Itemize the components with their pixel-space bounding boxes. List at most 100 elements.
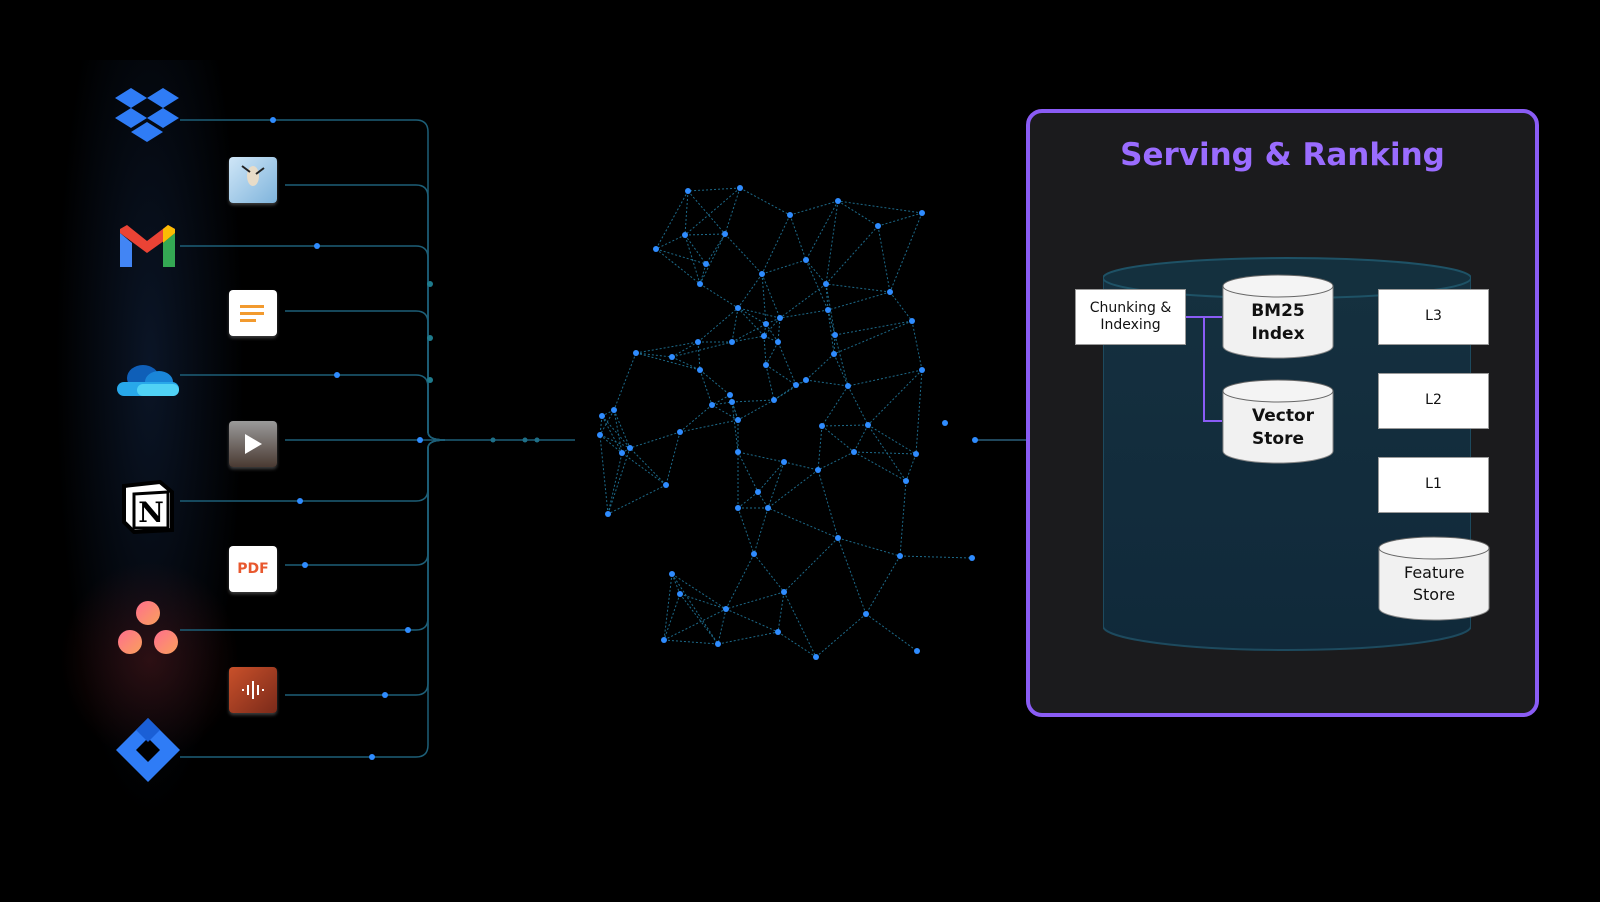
network-edge bbox=[763, 317, 781, 337]
network-edge bbox=[821, 425, 855, 453]
network-node bbox=[685, 188, 691, 194]
network-edge bbox=[655, 248, 707, 265]
network-node bbox=[919, 210, 925, 216]
flow-dot bbox=[427, 335, 433, 341]
asana-icon bbox=[117, 600, 179, 656]
network-edge bbox=[834, 320, 913, 336]
network-edge bbox=[679, 419, 739, 433]
network-node bbox=[633, 350, 639, 356]
network-edge bbox=[655, 234, 686, 250]
network-node bbox=[737, 185, 743, 191]
network-edge bbox=[737, 399, 775, 421]
network-edge bbox=[789, 200, 839, 216]
network-node bbox=[697, 281, 703, 287]
network-edge bbox=[599, 434, 631, 449]
network-edge bbox=[607, 484, 667, 515]
network-edge bbox=[663, 639, 719, 645]
network-edge bbox=[877, 225, 891, 293]
video-file-icon bbox=[229, 421, 277, 467]
network-edge bbox=[699, 283, 739, 309]
network-node bbox=[781, 459, 787, 465]
network-edge bbox=[663, 593, 681, 641]
network-node bbox=[819, 423, 825, 429]
network-edge bbox=[737, 307, 767, 325]
network-node bbox=[729, 399, 735, 405]
network-edge bbox=[805, 379, 849, 387]
network-edge bbox=[815, 613, 867, 658]
network-node bbox=[669, 354, 675, 360]
network-node bbox=[722, 231, 728, 237]
network-edge bbox=[731, 401, 739, 421]
source-line bbox=[180, 374, 446, 441]
flow-dot bbox=[405, 627, 411, 633]
network-edge bbox=[699, 233, 726, 285]
network-edge bbox=[684, 234, 707, 265]
jira-icon bbox=[116, 718, 180, 782]
network-edge bbox=[825, 225, 879, 285]
network-edge bbox=[817, 425, 823, 471]
flow-dot bbox=[382, 692, 388, 698]
network-edge bbox=[833, 334, 836, 355]
network-node bbox=[919, 367, 925, 373]
network-edge bbox=[599, 434, 623, 454]
network-node bbox=[735, 417, 741, 423]
network-edge bbox=[865, 613, 918, 652]
network-edge bbox=[737, 273, 763, 309]
network-node bbox=[735, 505, 741, 511]
network-node bbox=[715, 641, 721, 647]
network-node bbox=[825, 307, 831, 313]
network-node bbox=[865, 422, 871, 428]
flow-dot bbox=[942, 420, 948, 426]
network-node bbox=[682, 232, 688, 238]
network-edge bbox=[699, 263, 707, 285]
network-edge bbox=[687, 187, 741, 192]
network-edge bbox=[773, 384, 797, 401]
network-edge bbox=[817, 451, 855, 471]
network-edge bbox=[655, 248, 701, 285]
network-edge bbox=[655, 190, 689, 250]
network-edge bbox=[687, 190, 726, 235]
network-edge bbox=[767, 469, 819, 509]
flow-dot bbox=[490, 437, 496, 443]
network-edge bbox=[697, 341, 701, 371]
network-node bbox=[751, 551, 757, 557]
network-edge bbox=[783, 461, 819, 471]
network-edge bbox=[867, 369, 923, 426]
network-edge bbox=[753, 553, 785, 593]
network-node bbox=[695, 339, 701, 345]
network-node bbox=[677, 429, 683, 435]
network-edge bbox=[805, 259, 829, 311]
network-node bbox=[597, 432, 603, 438]
network-node bbox=[969, 555, 975, 561]
network-node bbox=[815, 467, 821, 473]
network-edge bbox=[757, 491, 769, 509]
network-edge bbox=[763, 335, 767, 366]
network-edge bbox=[767, 461, 785, 509]
network-node bbox=[759, 271, 765, 277]
network-edge bbox=[765, 341, 779, 366]
network-node bbox=[663, 482, 669, 488]
network-edge bbox=[825, 200, 839, 285]
network-edge bbox=[629, 431, 681, 449]
network-node bbox=[803, 377, 809, 383]
network-node bbox=[914, 648, 920, 654]
source-line bbox=[180, 439, 446, 758]
network-edge bbox=[711, 404, 739, 421]
bm25-index-cylinder: BM25 Index bbox=[1222, 274, 1334, 360]
network-edge bbox=[805, 200, 839, 261]
network-edge bbox=[684, 233, 726, 236]
l3-box: L3 bbox=[1378, 289, 1489, 345]
network-edge bbox=[724, 187, 741, 235]
flow-dot bbox=[534, 437, 540, 443]
flow-dot bbox=[522, 437, 528, 443]
network-edge bbox=[827, 291, 891, 311]
network-edge bbox=[601, 415, 623, 454]
feature-store-cylinder: Feature Store bbox=[1378, 536, 1490, 622]
network-edge bbox=[777, 631, 817, 658]
left-glow bbox=[55, 60, 245, 820]
network-edge bbox=[671, 573, 727, 610]
network-edge bbox=[635, 352, 701, 371]
network-edge bbox=[697, 307, 739, 343]
network-node bbox=[627, 445, 633, 451]
